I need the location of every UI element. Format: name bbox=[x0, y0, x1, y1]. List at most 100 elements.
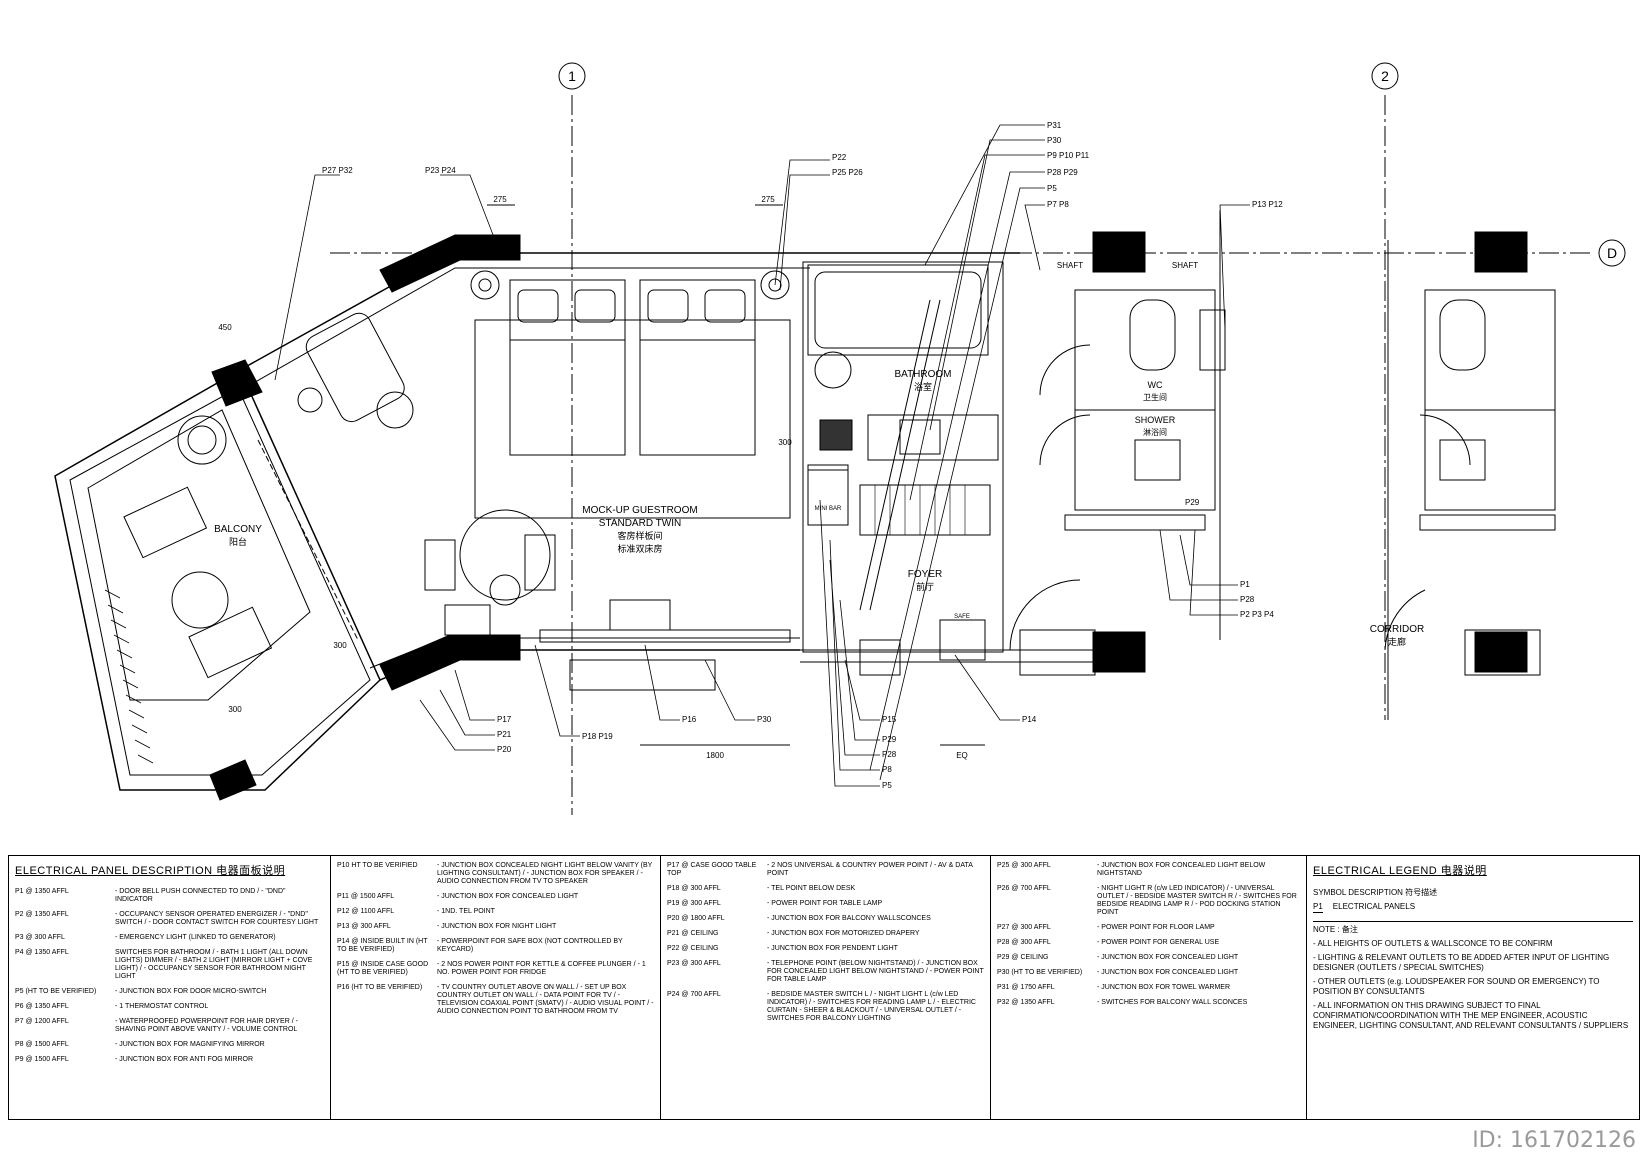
shaft-label-2: SHAFT bbox=[1172, 261, 1198, 270]
panel-row: P17 @ CASE GOOD TABLE TOP- 2 NOS UNIVERS… bbox=[667, 862, 984, 878]
dim-300c: 300 bbox=[228, 705, 242, 714]
callout-18: P15 bbox=[882, 715, 897, 724]
panel-desc: - JUNCTION BOX FOR MAGNIFYING MIRROR bbox=[115, 1041, 265, 1048]
panel-code: P23 @ 300 AFFL bbox=[667, 960, 721, 967]
panel-row: P22 @ CEILING - JUNCTION BOX FOR PENDENT … bbox=[667, 945, 984, 953]
callout-22: P5 bbox=[882, 781, 892, 790]
panel-code: P30 (HT TO BE VERIFIED) bbox=[997, 969, 1083, 976]
panel-desc: - SWITCHES FOR BALCONY WALL SCONCES bbox=[1097, 999, 1248, 1006]
panel-row: P18 @ 300 AFFL- TEL POINT BELOW DESK bbox=[667, 885, 984, 893]
panel-desc: - JUNCTION BOX FOR NIGHT LIGHT bbox=[437, 923, 557, 930]
panel-desc: - JUNCTION BOX FOR CONCEALED LIGHT BELOW… bbox=[1097, 862, 1266, 877]
grid-label-2: 2 bbox=[1381, 68, 1389, 84]
safe-label: SAFE bbox=[954, 614, 970, 620]
grid-bubble-2 bbox=[1371, 62, 1399, 90]
panel-row: P27 @ 300 AFFL- POWER POINT FOR FLOOR LA… bbox=[997, 924, 1300, 932]
panel-col-4: P25 @ 300 AFFL - JUNCTION BOX FOR CONCEAL… bbox=[991, 856, 1307, 1119]
panel-col-4-rows: P25 @ 300 AFFL - JUNCTION BOX FOR CONCEAL… bbox=[997, 862, 1300, 1007]
callout-27: P29 bbox=[1185, 498, 1200, 507]
panel-row: P12 @ 1100 AFFL - 1ND. TEL POINT bbox=[337, 908, 654, 916]
callout-23: P14 bbox=[1022, 715, 1037, 724]
panel-code: P29 @ CEILING bbox=[997, 954, 1049, 961]
panel-code: P12 @ 1100 AFFL bbox=[337, 908, 395, 915]
panel-code: P22 @ CEILING bbox=[667, 945, 719, 952]
panel-row: P26 @ 700 AFFL- NIGHT LIGHT R (c/w LED I… bbox=[997, 885, 1300, 917]
dim-450: 450 bbox=[218, 323, 232, 332]
panel-code: P26 @ 700 AFFL bbox=[997, 885, 1051, 892]
panel-desc: - TELEPHONE POINT (BELOW NIGHTSTAND) / -… bbox=[767, 960, 984, 983]
panel-code: P3 @ 300 AFFL bbox=[15, 934, 65, 941]
callout-9: P5 bbox=[1047, 184, 1057, 193]
callout-15: P18 P19 bbox=[582, 732, 613, 741]
legend-heading: ELECTRICAL LEGEND 电器说明 bbox=[1313, 865, 1487, 877]
symbol-heading: SYMBOL DESCRIPTION 符号描述 bbox=[1313, 888, 1438, 897]
panel-col-3-rows: P17 @ CASE GOOD TABLE TOP- 2 NOS UNIVERS… bbox=[667, 862, 984, 1023]
panel-code: P19 @ 300 AFFL bbox=[667, 900, 721, 907]
panel-row: P24 @ 700 AFFL- BEDSIDE MASTER SWITCH L … bbox=[667, 991, 984, 1023]
panel-col-1-rows: P1 @ 1350 AFFL- DOOR BELL PUSH CONNECTED… bbox=[15, 888, 324, 1064]
panel-desc: - POWER POINT FOR TABLE LAMP bbox=[767, 900, 883, 907]
panel-desc: - POWERPOINT FOR SAFE BOX (NOT CONTROLLE… bbox=[437, 938, 623, 953]
note-heading: NOTE : 备注 bbox=[1313, 925, 1358, 934]
callout-1: P27 P32 bbox=[322, 166, 353, 175]
callout-19: P29 bbox=[882, 735, 897, 744]
panel-code: P11 @ 1500 AFFL bbox=[337, 893, 395, 900]
dim-eq: EQ bbox=[956, 751, 968, 760]
room-bathroom-cn: 浴室 bbox=[914, 381, 932, 392]
panel-row: P10 HT TO BE VERIFIED- JUNCTION BOX CONC… bbox=[337, 862, 654, 886]
dim-1800: 1800 bbox=[706, 751, 724, 760]
callout-3: P22 bbox=[832, 153, 847, 162]
panel-desc: - BEDSIDE MASTER SWITCH L / - NIGHT LIGH… bbox=[767, 991, 976, 1022]
minibar-label: MINI BAR bbox=[815, 506, 842, 512]
panel-row: P2 @ 1350 AFFL- OCCUPANCY SENSOR OPERATE… bbox=[15, 911, 324, 927]
panel-heading: ELECTRICAL PANEL DESCRIPTION 电器面板说明 bbox=[15, 865, 286, 877]
panel-row: P32 @ 1350 AFFL - SWITCHES FOR BALCONY WA… bbox=[997, 999, 1300, 1007]
room-corridor-en: CORRIDOR bbox=[1370, 624, 1424, 635]
panel-col-3: P17 @ CASE GOOD TABLE TOP- 2 NOS UNIVERS… bbox=[661, 856, 991, 1119]
shaft-label-1: SHAFT bbox=[1057, 261, 1083, 270]
panel-desc: - POWER POINT FOR FLOOR LAMP bbox=[1097, 924, 1215, 931]
room-foyer-cn: 前厅 bbox=[916, 581, 934, 592]
panel-desc: - 1ND. TEL POINT bbox=[437, 908, 495, 915]
panel-row: P15 @ INSIDE CASE GOOD (HT TO BE VERIFIE… bbox=[337, 961, 654, 977]
panel-desc: - JUNCTION BOX CONCEALED NIGHT LIGHT BEL… bbox=[437, 862, 653, 885]
panel-row: P19 @ 300 AFFL - POWER POINT FOR TABLE LA… bbox=[667, 900, 984, 908]
panel-desc: - JUNCTION BOX FOR DOOR MICRO-SWITCH bbox=[115, 988, 267, 995]
callout-8: P28 P29 bbox=[1047, 168, 1078, 177]
panel-desc: - JUNCTION BOX FOR TOWEL WARMER bbox=[1097, 984, 1231, 991]
callout-20: P28 bbox=[882, 750, 897, 759]
panel-code: P31 @ 1750 AFFL bbox=[997, 984, 1055, 991]
symbol-desc: ELECTRICAL PANELS bbox=[1332, 902, 1416, 911]
callout-2: P23 P24 bbox=[425, 166, 456, 175]
panel-desc: - 2 NOS POWER POINT FOR KETTLE & COFFEE … bbox=[437, 961, 646, 976]
panel-row: P7 @ 1200 AFFL - WATERPROOFED POWERPOINT … bbox=[15, 1018, 324, 1034]
panel-row: P28 @ 300 AFFL- POWER POINT FOR GENERAL … bbox=[997, 939, 1300, 947]
callout-17: P30 bbox=[757, 715, 772, 724]
dim-275a: 275 bbox=[493, 195, 507, 204]
callout-24: P1 bbox=[1240, 580, 1250, 589]
panel-desc: - WATERPROOFED POWERPOINT FOR HAIR DRYER… bbox=[115, 1018, 298, 1033]
callout-5: P31 bbox=[1047, 121, 1062, 130]
panel-code: P7 @ 1200 AFFL bbox=[15, 1018, 69, 1025]
panel-row: P1 @ 1350 AFFL- DOOR BELL PUSH CONNECTED… bbox=[15, 888, 324, 904]
panel-code: P32 @ 1350 AFFL bbox=[997, 999, 1055, 1006]
room-guestroom-cn2: 标准双床房 bbox=[617, 543, 662, 554]
panel-code: P15 @ INSIDE CASE GOOD (HT TO BE VERIFIE… bbox=[337, 961, 429, 976]
panel-desc: - EMERGENCY LIGHT (LINKED TO GENERATOR) bbox=[115, 934, 276, 941]
panel-desc: - POWER POINT FOR GENERAL USE bbox=[1097, 939, 1220, 946]
panel-code: P25 @ 300 AFFL bbox=[997, 862, 1051, 869]
panel-desc: - JUNCTION BOX FOR PENDENT LIGHT bbox=[767, 945, 898, 952]
panel-code: P17 @ CASE GOOD TABLE TOP bbox=[667, 862, 757, 877]
panel-row: P6 @ 1350 AFFL- 1 THERMOSTAT CONTROL bbox=[15, 1003, 324, 1011]
panel-row: P9 @ 1500 AFFL- JUNCTION BOX FOR ANTI FO… bbox=[15, 1056, 324, 1064]
panel-row: P29 @ CEILING- JUNCTION BOX FOR CONCEALE… bbox=[997, 954, 1300, 962]
panel-row: P30 (HT TO BE VERIFIED)- JUNCTION BOX FO… bbox=[997, 969, 1300, 977]
panel-code: P8 @ 1500 AFFL bbox=[15, 1041, 69, 1048]
dim-275b: 275 bbox=[761, 195, 775, 204]
note-item: - ALL HEIGHTS OF OUTLETS & WALLSCONCE TO… bbox=[1313, 939, 1553, 948]
room-balcony-en: BALCONY bbox=[214, 524, 262, 535]
callout-4: P25 P26 bbox=[832, 168, 863, 177]
panel-desc: - 1 THERMOSTAT CONTROL bbox=[115, 1003, 209, 1010]
note-item: - ALL INFORMATION ON THIS DRAWING SUBJEC… bbox=[1313, 1001, 1629, 1030]
